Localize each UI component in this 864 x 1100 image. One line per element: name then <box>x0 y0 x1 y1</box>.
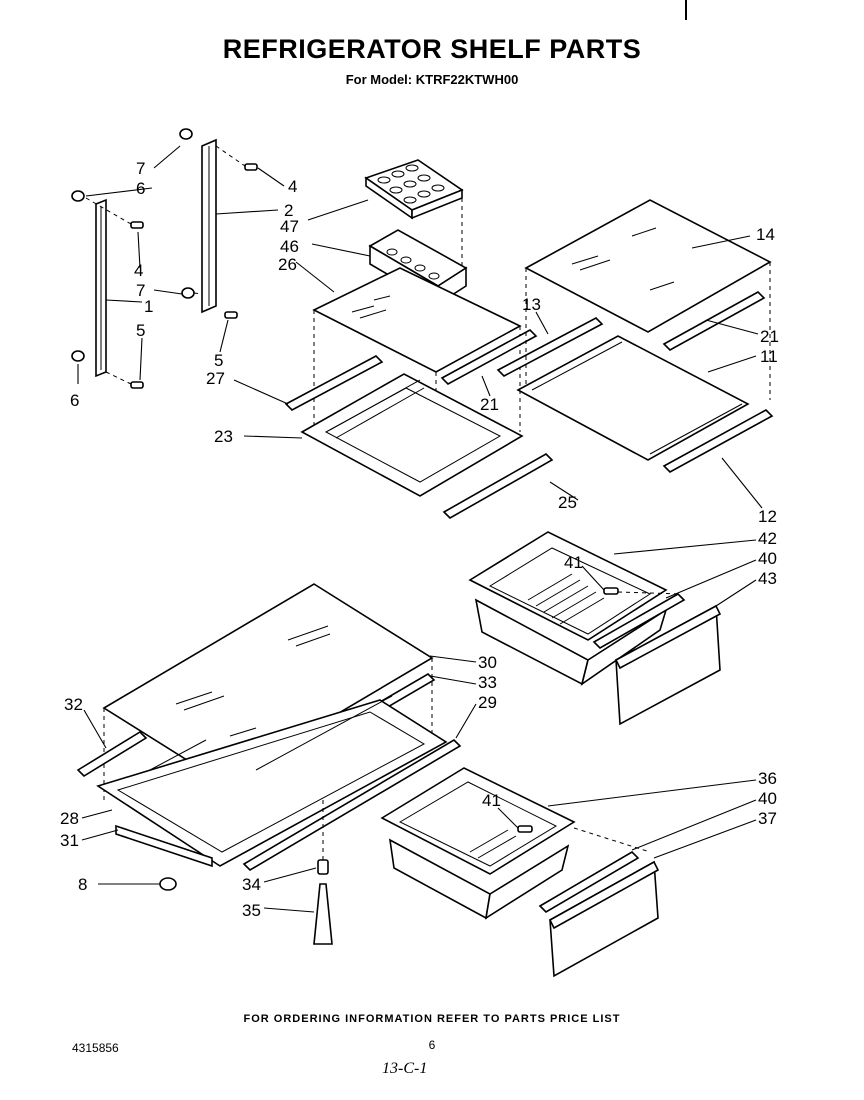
callout-46: 46 <box>280 237 299 256</box>
callout-29: 29 <box>478 693 497 712</box>
callout-35: 35 <box>242 901 261 920</box>
callout-28: 28 <box>60 809 79 828</box>
callout-34: 34 <box>242 875 261 894</box>
rail-12 <box>662 409 774 473</box>
callout-13: 13 <box>522 295 541 314</box>
crisper-handle-lower <box>538 850 640 914</box>
egg-tray <box>364 159 464 220</box>
callout-40-lower: 40 <box>758 789 777 808</box>
callout-27: 27 <box>206 369 225 388</box>
rail-32 <box>76 730 148 778</box>
callout-8: 8 <box>78 875 87 894</box>
ladder-cap-bottom-left <box>71 350 85 362</box>
callout-7-mid: 7 <box>136 281 145 300</box>
crisper-handle-upper <box>592 593 686 649</box>
callout-30: 30 <box>478 653 497 672</box>
crisper-cover-37 <box>548 860 660 978</box>
model-subtitle: For Model: KTRF22KTWH00 <box>345 72 519 87</box>
callout-11: 11 <box>760 347 778 366</box>
shelf-ladder-right <box>201 138 217 314</box>
leveler-8 <box>159 877 177 891</box>
callout-36: 36 <box>758 769 777 788</box>
support-34 <box>317 859 329 875</box>
crisper-pan-lower <box>380 767 576 920</box>
crisper-clip-41-lower <box>517 825 533 833</box>
shelf-frame-lower <box>96 695 448 867</box>
callout-41-lower: 41 <box>482 791 501 810</box>
callout-33: 33 <box>478 673 497 692</box>
shelf-frame-upper-right <box>516 335 750 461</box>
screw-left-upper <box>130 221 144 229</box>
ladder-cap-top-right <box>179 128 193 140</box>
trim-25 <box>442 453 554 519</box>
callout-12: 12 <box>758 507 777 526</box>
callout-5-left: 5 <box>136 321 145 340</box>
handwritten-note: 13-C-1 <box>382 1060 428 1077</box>
callout-47: 47 <box>280 217 299 236</box>
rail-29 <box>242 738 462 872</box>
callout-37: 37 <box>758 809 777 828</box>
screw-right-lower <box>224 311 238 319</box>
crisper-pan-upper <box>468 531 668 686</box>
callout-6-bottom: 6 <box>70 391 79 410</box>
callout-26: 26 <box>278 255 297 274</box>
callout-4-mid: 4 <box>134 261 143 280</box>
crisper-cover-43 <box>614 604 722 726</box>
callout-21-left: 21 <box>480 395 499 414</box>
document-number: 4315856 <box>72 1041 119 1055</box>
screw-left-lower <box>130 381 144 389</box>
support-35 <box>313 883 333 945</box>
page-title: REFRIGERATOR SHELF PARTS <box>222 34 642 64</box>
callout-21-right: 21 <box>760 327 779 346</box>
callout-6-top: 6 <box>136 179 145 198</box>
callout-41-upper: 41 <box>564 553 583 572</box>
callout-40-upper: 40 <box>758 549 777 568</box>
callout-42: 42 <box>758 529 777 548</box>
corner-tick-mark <box>685 0 687 20</box>
callout-4-top: 4 <box>288 177 297 196</box>
callout-32: 32 <box>64 695 83 714</box>
callout-14: 14 <box>756 225 775 244</box>
callout-23: 23 <box>214 427 233 446</box>
ladder-cap-mid <box>181 287 195 299</box>
callout-43: 43 <box>758 569 777 588</box>
page-number: 6 <box>428 1038 436 1052</box>
trim-31 <box>115 824 213 868</box>
rail-21-right <box>662 291 766 351</box>
crisper-clip-41-upper <box>603 587 619 595</box>
ladder-cap-top-left <box>71 190 85 202</box>
callout-1: 1 <box>144 297 153 316</box>
callout-5-right: 5 <box>214 351 223 370</box>
callout-31: 31 <box>60 831 79 850</box>
callout-7-top: 7 <box>136 159 145 178</box>
callout-25: 25 <box>558 493 577 512</box>
leader-lines <box>77 145 763 913</box>
rail-21-left <box>440 329 538 385</box>
shelf-ladder-left <box>95 198 107 378</box>
screw-top <box>244 163 258 171</box>
shelf-frame-upper-left <box>300 373 524 497</box>
ordering-info-note: FOR ORDERING INFORMATION REFER TO PARTS … <box>243 1013 621 1025</box>
rail-13 <box>496 317 604 377</box>
front-rail-27 <box>284 355 384 411</box>
callout-2: 2 <box>284 201 293 220</box>
